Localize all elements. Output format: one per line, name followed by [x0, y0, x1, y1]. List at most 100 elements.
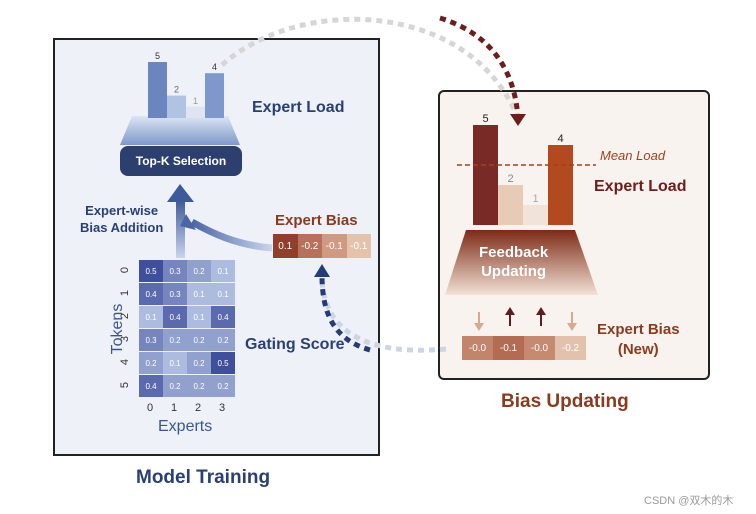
load-bar-label: 1	[193, 96, 198, 106]
load-bar-label: 4	[557, 133, 563, 145]
expert-tick: 3	[219, 402, 226, 414]
gating-score-label: Gating Score	[245, 336, 345, 353]
new-bias-line1: Expert Bias	[597, 321, 680, 338]
arrowhead	[536, 307, 546, 315]
heatmap-cell: 0.5	[211, 352, 235, 374]
expert-bias-cell: -0.1	[322, 234, 347, 258]
heatmap-cell: 0.2	[187, 260, 211, 282]
bias-addition-arrowhead	[167, 184, 194, 202]
feedback-arc-arrowhead	[510, 114, 526, 126]
heatmap-cell: 0.3	[139, 329, 163, 351]
token-tick: 1	[119, 289, 132, 297]
heatmap-cell: 0.1	[211, 260, 235, 282]
bias-addition-label: Expert-wise Bias Addition	[80, 202, 163, 236]
expert-bias-cell: -0.2	[297, 234, 322, 258]
heatmap-cell: 0.1	[211, 283, 235, 305]
left-expert-bias-row: 0.1-0.2-0.1-0.1	[273, 234, 371, 258]
heatmap-cell: 0.2	[211, 329, 235, 351]
mean-load-label: Mean Load	[600, 148, 666, 163]
heatmap-cell: 0.2	[139, 352, 163, 374]
token-tick: 4	[119, 358, 132, 366]
load-bar	[148, 62, 167, 118]
load-bar	[498, 185, 523, 225]
watermark: CSDN @双木的木	[644, 495, 734, 507]
topk-selection-label: Top-K Selection	[135, 154, 227, 168]
new-expert-bias-cell: -0.0	[524, 336, 555, 360]
new-expert-bias-cell: -0.0	[462, 336, 493, 360]
arrowhead	[505, 307, 515, 315]
bias-merge-arrowhead	[180, 214, 196, 230]
token-tick: 5	[119, 381, 132, 389]
expert-tick: 0	[147, 402, 154, 414]
right-funnel	[445, 230, 598, 295]
load-bar-label: 1	[532, 193, 538, 205]
experts-axis-label: Experts	[158, 418, 213, 435]
load-bar	[548, 145, 573, 225]
feedback-arc-top	[220, 16, 521, 119]
tokens-axis-label: Tokens	[109, 303, 126, 355]
heatmap-cell: 0.2	[163, 375, 187, 397]
feedback-line1: Feedback	[479, 244, 549, 261]
bias-return-curve-dark	[319, 274, 371, 353]
heatmap-cell: 0.2	[187, 352, 211, 374]
new-expert-bias-cell: -0.1	[493, 336, 524, 360]
arrowhead	[474, 323, 484, 331]
bias-updating-caption: Bias Updating	[501, 391, 629, 412]
heatmap-cell: 0.4	[211, 306, 235, 328]
left-expert-bias-label: Expert Bias	[275, 212, 358, 229]
load-bar	[186, 106, 205, 118]
load-bar-label: 5	[155, 51, 160, 61]
load-bar	[473, 125, 498, 225]
heatmap-cell: 0.1	[139, 306, 163, 328]
bias-addition-line2: Bias Addition	[80, 220, 164, 235]
load-bar-label: 5	[482, 113, 488, 125]
new-bias-line2: (New)	[617, 341, 659, 358]
load-bar	[523, 205, 548, 225]
load-bar	[205, 73, 224, 118]
heatmap-cell: 0.3	[163, 283, 187, 305]
bias-update-arrows	[474, 307, 577, 331]
heatmap-cell: 0.4	[139, 375, 163, 397]
token-tick: 0	[119, 266, 132, 274]
heatmap-cell: 0.1	[163, 352, 187, 374]
arrowhead	[567, 323, 577, 331]
bias-merge-arrow	[190, 218, 273, 252]
feedback-line2: Updating	[481, 263, 547, 280]
heatmap-cell: 0.3	[163, 260, 187, 282]
bias-return-curve	[319, 274, 447, 353]
topk-selection-box: Top-K Selection	[120, 146, 242, 176]
heatmap-cell: 0.1	[187, 283, 211, 305]
heatmap-cell: 0.2	[187, 375, 211, 397]
left-expert-load-bars: 5 2 1 4	[148, 51, 224, 118]
load-bar	[167, 95, 186, 118]
heatmap-cell: 0.4	[139, 283, 163, 305]
heatmap-cell: 0.4	[163, 306, 187, 328]
feedback-updating-label: Feedback Updating	[479, 243, 548, 281]
right-expert-load-label: Expert Load	[594, 178, 687, 195]
expert-tick: 2	[195, 402, 202, 414]
feedback-arc-top-dark	[439, 15, 521, 119]
expert-bias-cell: 0.1	[273, 234, 298, 258]
expert-tick: 1	[171, 402, 178, 414]
bias-return-arrowhead	[314, 264, 330, 277]
expert-bias-cell: -0.1	[346, 234, 371, 258]
left-expert-load-label: Expert Load	[252, 99, 345, 116]
new-expert-bias-cell: -0.2	[555, 336, 586, 360]
heatmap-cell: 0.2	[211, 375, 235, 397]
bias-addition-arrow-shaft	[176, 200, 185, 258]
new-expert-bias-row: -0.0-0.1-0.0-0.2	[462, 336, 587, 360]
load-bar-label: 2	[174, 85, 179, 95]
heatmap-cell: 0.2	[187, 329, 211, 351]
right-expert-load-bars: 5 2 1 4	[473, 113, 573, 225]
load-bar-label: 4	[212, 62, 217, 72]
left-funnel	[120, 116, 240, 145]
model-training-caption: Model Training	[136, 467, 271, 488]
load-bar-label: 2	[507, 173, 513, 185]
heatmap-cell: 0.5	[139, 260, 163, 282]
new-expert-bias-label: Expert Bias (New)	[597, 320, 680, 360]
expert-ticks: 0 1 2 3	[139, 402, 235, 416]
bias-addition-line1: Expert-wise	[85, 203, 159, 218]
heatmap-cell: 0.1	[187, 306, 211, 328]
